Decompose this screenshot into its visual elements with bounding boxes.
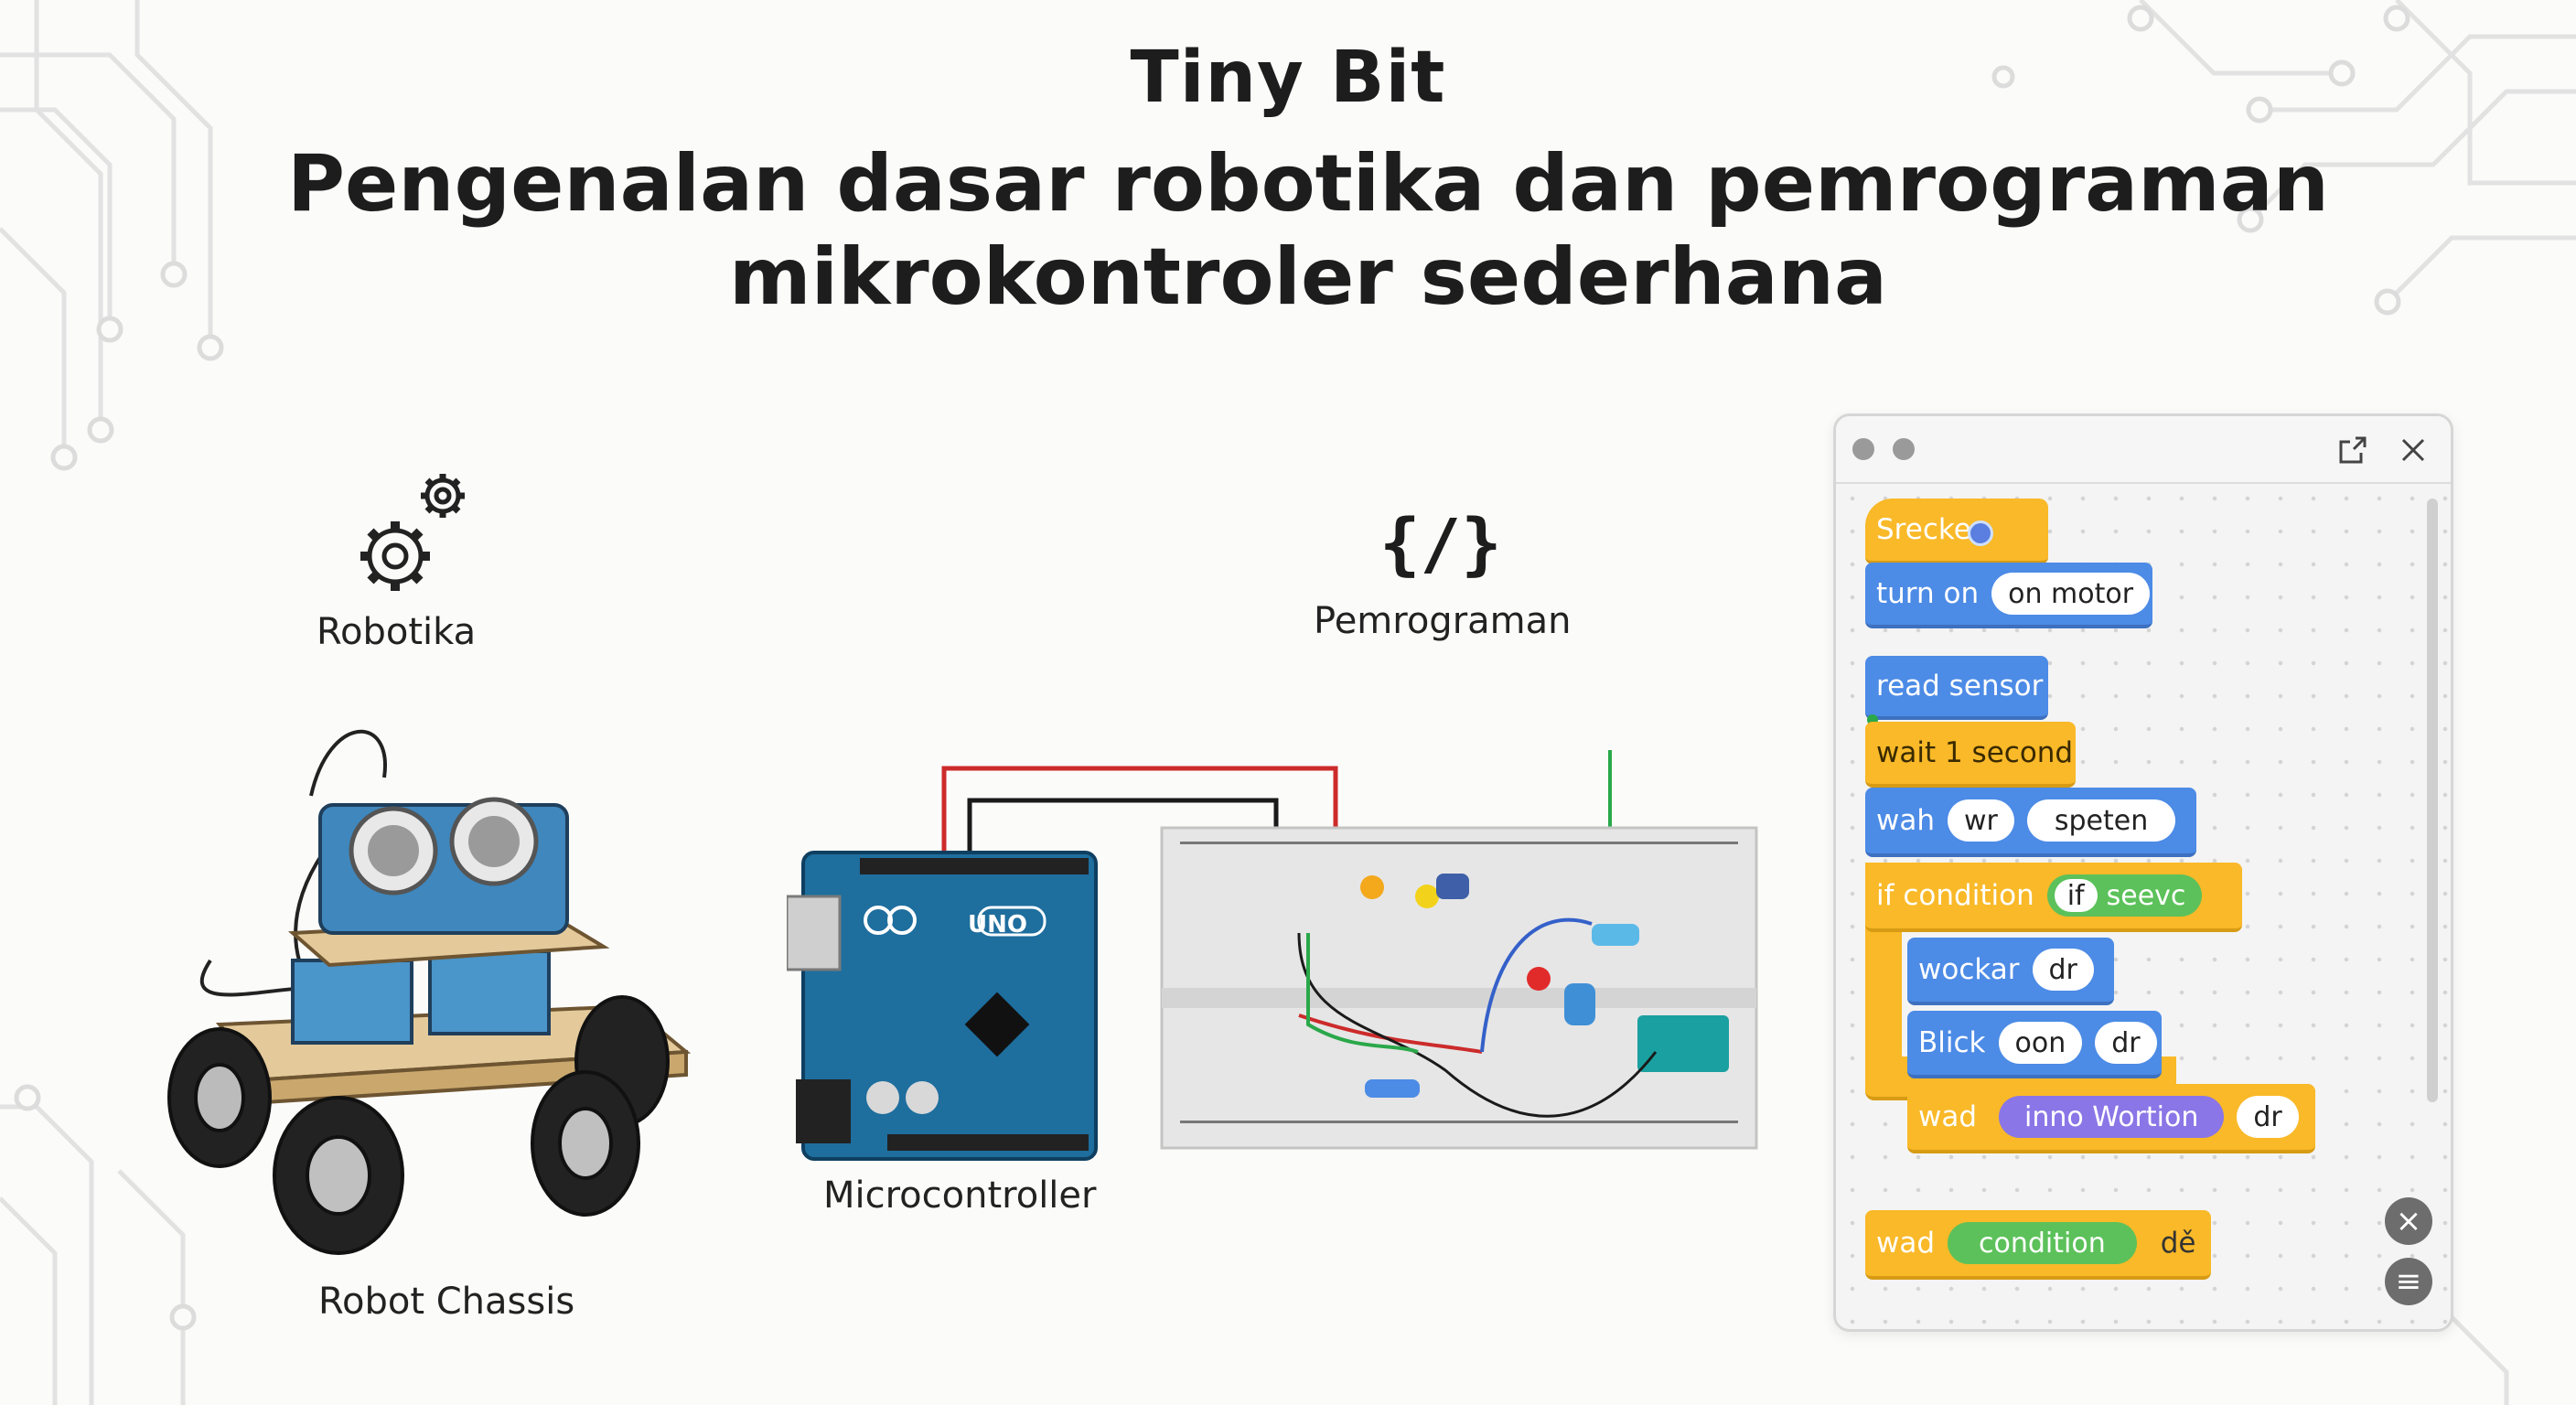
block-editor-window: Srecke turn on on motor read sensor wait…	[1833, 413, 2453, 1332]
window-dot[interactable]	[1893, 438, 1915, 460]
wad-input-1[interactable]: inno Wortion	[1999, 1096, 2225, 1138]
hat-block[interactable]: Srecke	[1865, 499, 2048, 564]
wah-label: wah	[1876, 804, 1935, 837]
wait-block[interactable]: wait 1 second	[1865, 722, 2076, 788]
wad-label: wad	[1918, 1100, 1978, 1133]
wad-condition-block[interactable]: wad condition dě	[1865, 1210, 2211, 1280]
board-logo-text: UNO	[968, 911, 1027, 938]
wockar-label: wockar	[1918, 953, 2020, 986]
robot-chassis-label: Robot Chassis	[318, 1281, 575, 1323]
wad2-trailing: dě	[2160, 1227, 2196, 1260]
robot-chassis-illustration	[167, 729, 692, 1255]
editor-titlebar	[1836, 416, 2451, 484]
read-sensor-label: read sensor	[1876, 670, 2044, 702]
subtitle-line-2: mikrokontroler sederhana	[728, 231, 1888, 323]
blick-block[interactable]: Blick oon dr	[1907, 1011, 2162, 1078]
if-condition-label: if condition	[1876, 879, 2034, 912]
blick-input-1[interactable]: oon	[1998, 1022, 2083, 1064]
hat-block-label: Srecke	[1876, 513, 1971, 546]
wockar-block[interactable]: wockar dr	[1907, 938, 2114, 1005]
wad2-input[interactable]: condition	[1948, 1222, 2137, 1264]
turn-on-label: turn on	[1876, 577, 1980, 610]
circuit-illustration	[787, 750, 1758, 1161]
microcontroller-label: Microcontroller	[823, 1174, 1097, 1217]
wad-block[interactable]: wad inno Wortion dr	[1907, 1084, 2315, 1153]
wockar-input[interactable]: dr	[2032, 949, 2094, 991]
wah-input-1[interactable]: wr	[1948, 799, 2014, 842]
gears-icon	[360, 474, 465, 591]
blick-input-2[interactable]: dr	[2095, 1022, 2157, 1064]
subtitle-line-1: Pengenalan dasar robotika dan pemrograma…	[286, 138, 2330, 230]
close-icon[interactable]	[2399, 436, 2427, 464]
wait-label: wait 1 second	[1876, 736, 2074, 769]
expand-icon[interactable]	[2337, 434, 2368, 466]
code-icon: {/}	[1379, 505, 1502, 584]
if-condition-input[interactable]: if seevc	[2046, 874, 2203, 917]
if-inner-pill[interactable]: if	[2054, 879, 2098, 912]
wah-input-2[interactable]: speten	[2026, 799, 2176, 842]
turn-on-input[interactable]: on motor	[1991, 573, 2151, 615]
turn-on-block[interactable]: turn on on motor	[1865, 563, 2152, 628]
window-dot[interactable]	[1852, 438, 1874, 460]
editor-scrollbar[interactable]	[2427, 499, 2438, 1102]
blick-label: Blick	[1918, 1026, 1986, 1059]
if-condition-value: seevc	[2106, 879, 2186, 912]
remove-button[interactable]: ×	[2385, 1197, 2432, 1245]
wah-block[interactable]: wah wr speten	[1865, 788, 2196, 857]
programming-label: Pemrograman	[1314, 600, 1572, 642]
wad2-label: wad	[1876, 1227, 1936, 1260]
if-condition-block[interactable]: if condition if seevc	[1865, 863, 2242, 932]
menu-button[interactable]: ≡	[2385, 1258, 2432, 1305]
page-subtitle: Pengenalan dasar robotika dan pemrograma…	[274, 137, 2342, 324]
read-sensor-block[interactable]: read sensor	[1865, 656, 2048, 720]
robotics-label: Robotika	[317, 611, 477, 653]
dropdown-dot[interactable]	[1968, 520, 1993, 546]
wad-input-2[interactable]: dr	[2237, 1096, 2299, 1138]
page-title: Tiny Bit	[1130, 37, 1446, 119]
